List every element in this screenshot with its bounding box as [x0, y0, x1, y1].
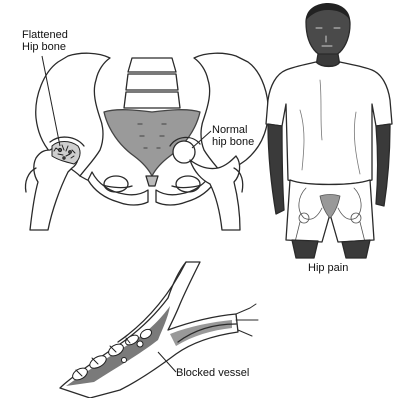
capillary-branches — [236, 304, 258, 336]
hip-pain-label: Hip pain — [308, 262, 348, 274]
standing-man-illustration — [266, 3, 392, 258]
normal-label-line-1: Normal — [212, 124, 254, 136]
flattened-label-line-1: Flattened — [22, 29, 68, 41]
left-pubic-ramus — [88, 172, 148, 205]
right-obturator-foramen — [176, 176, 200, 192]
left-obturator-foramen — [104, 176, 128, 192]
t-shirt — [266, 62, 392, 185]
flattened-hip-bone-label: Flattened Hip bone — [22, 29, 68, 53]
right-arm — [376, 124, 390, 206]
normal-label-line-2: hip bone — [212, 136, 254, 148]
right-leg — [342, 240, 370, 258]
flattened-label-line-2: Hip bone — [22, 41, 68, 53]
blocked-vessel-label: Blocked vessel — [176, 367, 249, 379]
normal-hip-bone-label: Normal hip bone — [212, 124, 254, 148]
lumbar-spine — [124, 58, 180, 108]
left-leg — [292, 240, 318, 258]
coccyx — [146, 176, 158, 186]
left-arm — [268, 124, 284, 214]
right-iliac-wing — [194, 53, 268, 176]
normal-femoral-head — [173, 141, 195, 163]
